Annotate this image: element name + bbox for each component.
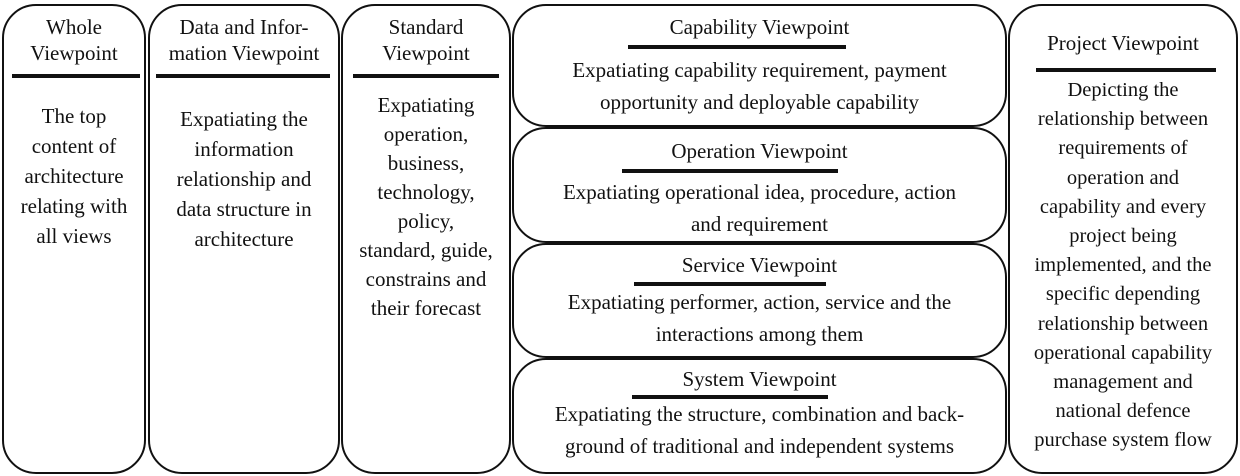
- operation-viewpoint-description: Expatiating operational idea, procedure,…: [562, 180, 956, 236]
- operation-viewpoint-divider: [622, 169, 838, 173]
- data-information-viewpoint-divider: [156, 74, 330, 78]
- data-information-viewpoint-description: Expatiating the information relationship…: [176, 107, 312, 251]
- service-viewpoint-title: Service Viewpoint: [681, 253, 838, 277]
- whole-viewpoint-description: The top content of architecture relating…: [20, 104, 128, 248]
- capability-viewpoint-divider: [628, 45, 846, 49]
- capability-viewpoint-title: Capability Viewpoint: [669, 15, 850, 39]
- capability-viewpoint-description: Expatiating capability requirement, paym…: [572, 58, 947, 114]
- standard-viewpoint-description: Expatiating operation, business, technol…: [359, 93, 493, 320]
- system-viewpoint-description: Expatiating the structure, combination a…: [554, 402, 965, 458]
- system-viewpoint-title: System Viewpoint: [682, 367, 837, 391]
- system-viewpoint-box: System Viewpoint Expatiating the structu…: [512, 358, 1007, 474]
- service-viewpoint-description: Expatiating performer, action, service a…: [567, 290, 952, 346]
- operation-viewpoint-title: Operation Viewpoint: [671, 139, 848, 163]
- system-viewpoint-divider: [632, 395, 828, 399]
- standard-viewpoint-box: Standard Viewpoint Expatiating operation…: [341, 4, 511, 474]
- whole-viewpoint-box: Whole Viewpoint The top content of archi…: [2, 4, 146, 474]
- service-viewpoint-box: Service Viewpoint Expatiating performer,…: [512, 243, 1007, 358]
- data-information-viewpoint-title: Data and Infor- mation Viewpoint: [168, 15, 320, 65]
- operation-viewpoint-box: Operation Viewpoint Expatiating operatio…: [512, 127, 1007, 243]
- project-viewpoint-box: Project Viewpoint Depicting the relation…: [1008, 4, 1238, 474]
- project-viewpoint-description: Depicting the relationship between requi…: [1033, 79, 1213, 452]
- data-information-viewpoint-box: Data and Infor- mation Viewpoint Expatia…: [148, 4, 340, 474]
- project-viewpoint-divider: [1036, 68, 1216, 72]
- standard-viewpoint-divider: [353, 74, 499, 78]
- whole-viewpoint-divider: [12, 74, 140, 78]
- project-viewpoint-title: Project Viewpoint: [1047, 31, 1199, 55]
- capability-viewpoint-box: Capability Viewpoint Expatiating capabil…: [512, 4, 1007, 127]
- whole-viewpoint-title: Whole Viewpoint: [30, 15, 118, 65]
- standard-viewpoint-title: Standard Viewpoint: [382, 15, 470, 65]
- service-viewpoint-divider: [634, 282, 826, 286]
